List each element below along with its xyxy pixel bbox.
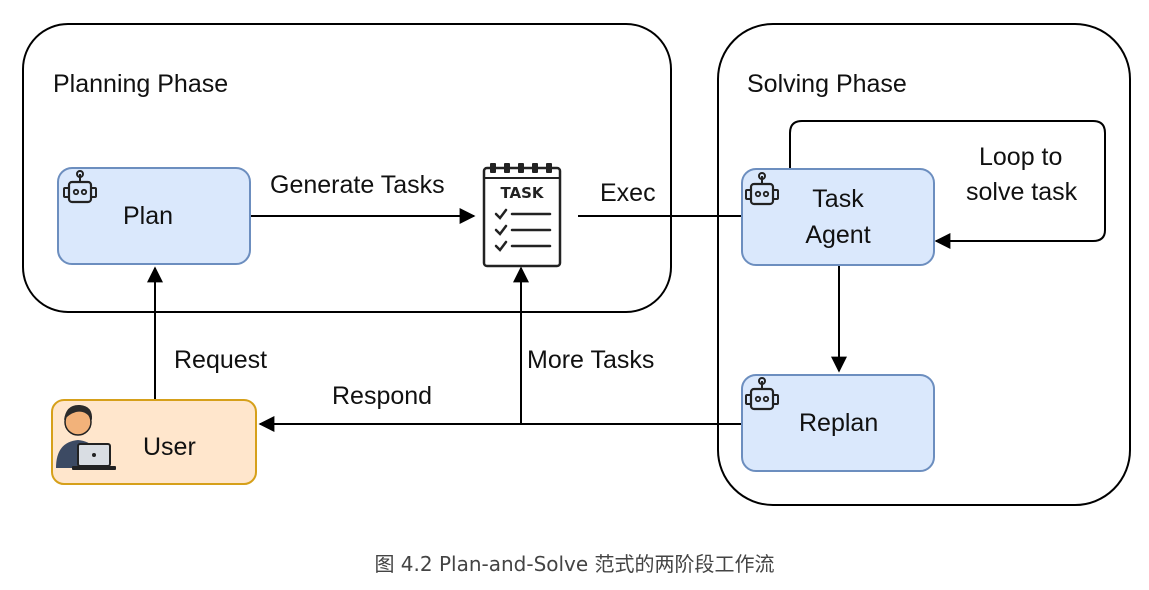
user-laptop-icon — [56, 404, 116, 470]
planning-phase-title: Planning Phase — [53, 70, 228, 98]
edge-label-more-tasks: More Tasks — [527, 346, 654, 374]
plan-node: Plan — [57, 167, 251, 265]
task-icon-label: TASK — [500, 184, 544, 202]
edge-label-loop-line2: solve task — [966, 178, 1078, 206]
task-agent-label-line2: Agent — [805, 221, 870, 249]
task-agent-label-line1: Task — [812, 185, 864, 213]
user-node-label: User — [143, 433, 196, 461]
edge-label-exec: Exec — [600, 179, 656, 207]
replan-node: Replan — [741, 374, 935, 472]
edge-label-generate-tasks: Generate Tasks — [270, 171, 445, 199]
edge-label-request: Request — [174, 346, 267, 374]
task-agent-node: Task Agent — [741, 168, 935, 266]
edge-label-loop-line1: Loop to — [979, 143, 1062, 171]
figure-caption: 图 4.2 Plan-and-Solve 范式的两阶段工作流 — [374, 552, 775, 576]
replan-node-label: Replan — [799, 409, 878, 437]
user-node: User — [51, 399, 257, 485]
plan-node-label: Plan — [123, 202, 173, 230]
solving-phase-title: Solving Phase — [747, 70, 907, 98]
task-checklist-icon: TASK — [482, 163, 562, 268]
edge-label-respond: Respond — [332, 382, 432, 410]
edge-loop-to-solve — [789, 120, 1106, 249]
